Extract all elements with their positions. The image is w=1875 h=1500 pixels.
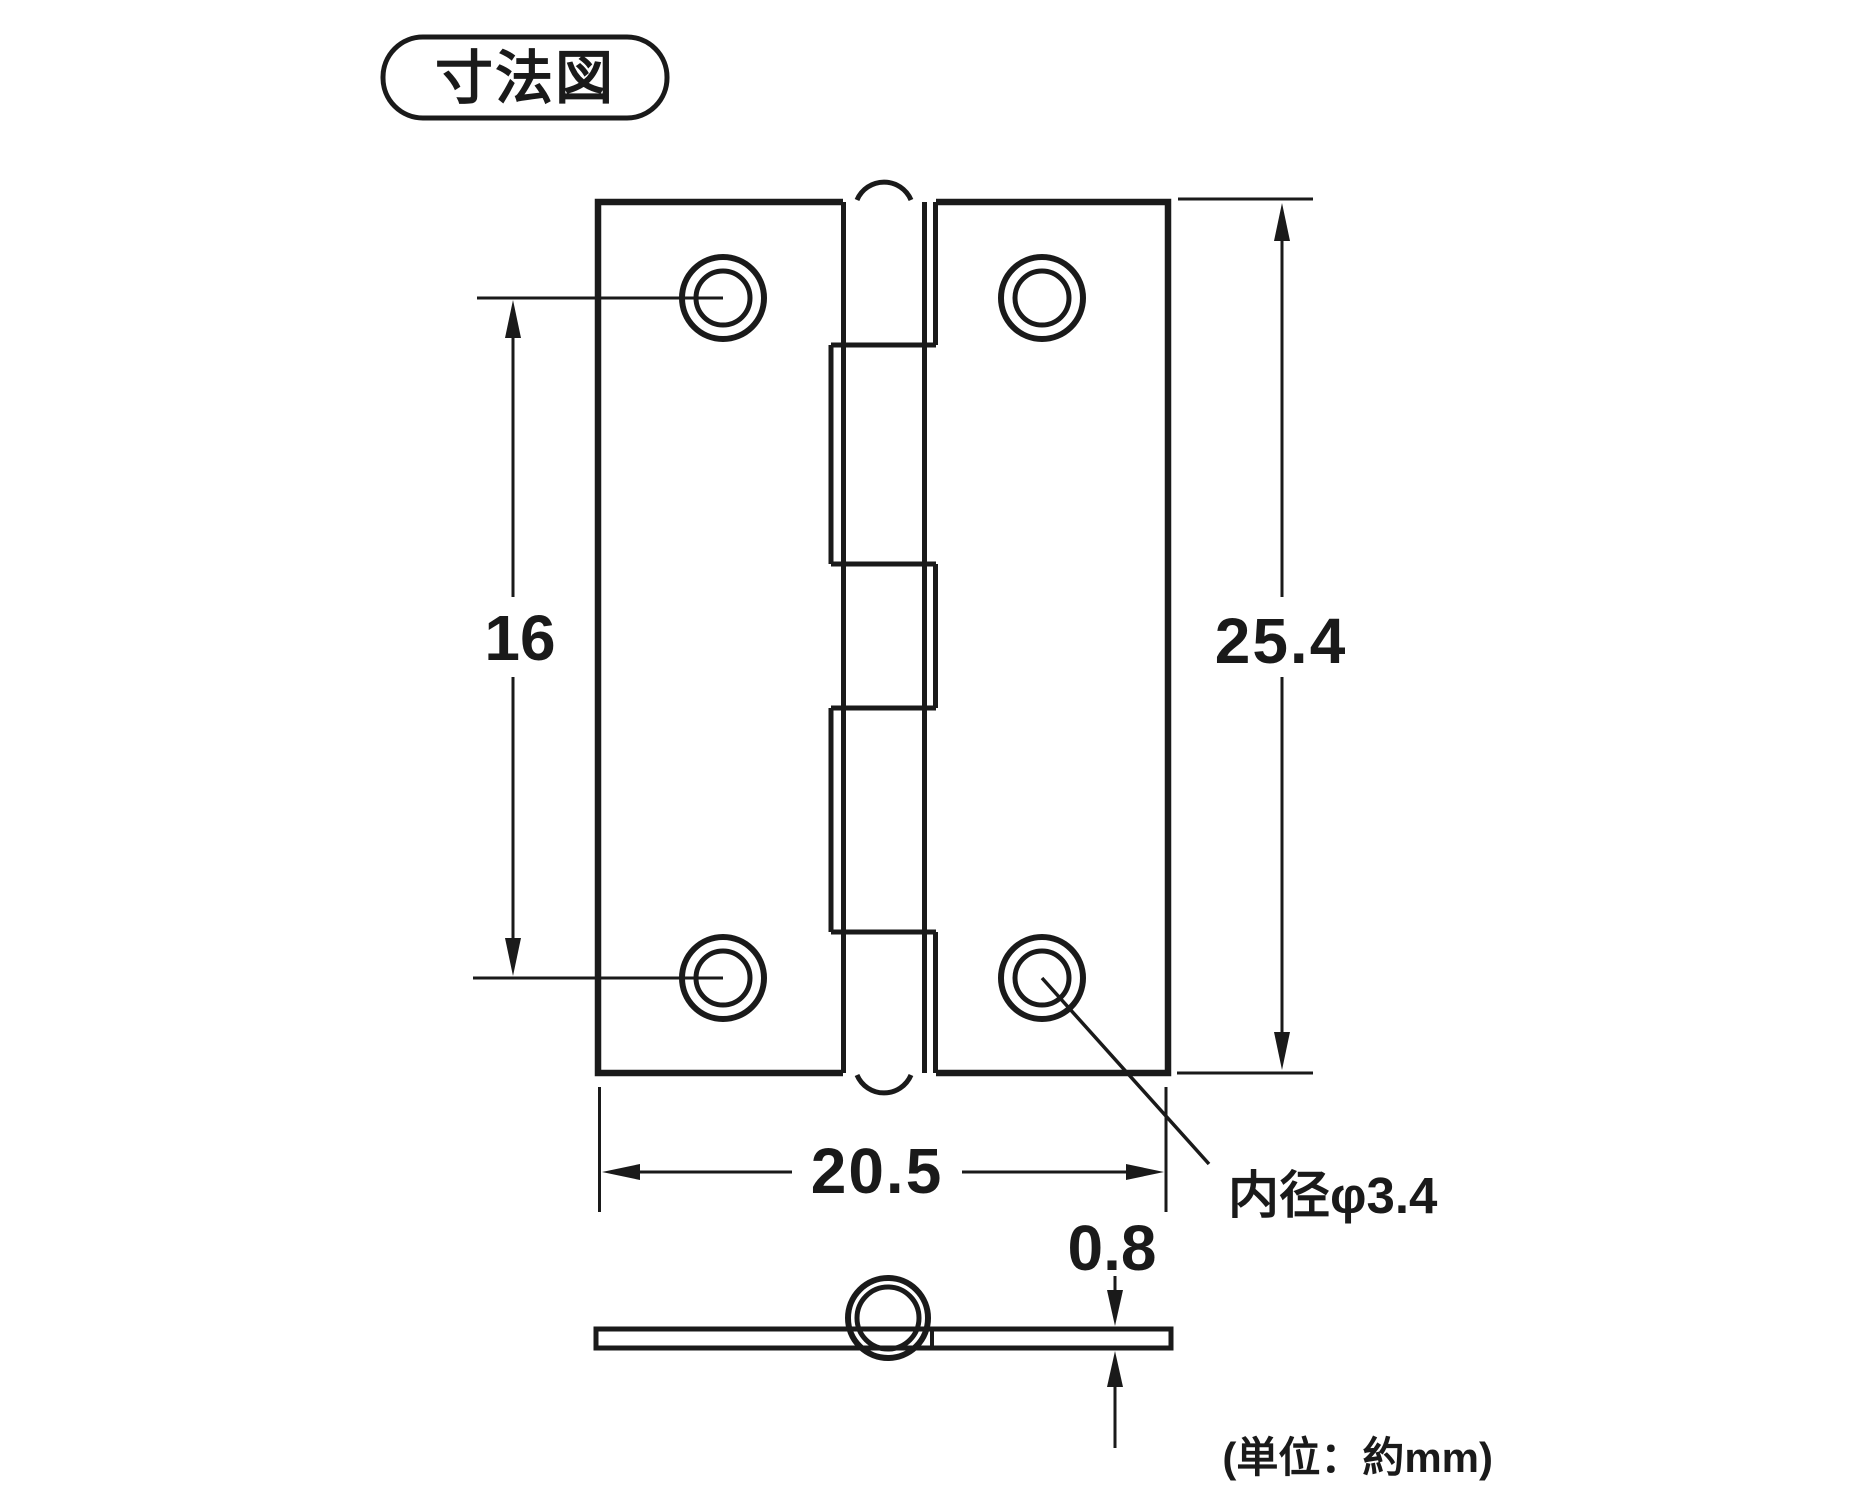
- arrowhead-down-icon: [1107, 1290, 1123, 1326]
- inner-diameter-label: 内径φ3.4: [1228, 1167, 1438, 1224]
- side-view: [593, 1275, 1174, 1361]
- screw-hole-inner: [1012, 268, 1072, 328]
- arrowhead-up-icon: [1274, 203, 1290, 241]
- dim-thickness: 0.8: [1068, 1212, 1157, 1448]
- dim-height-label: 25.4: [1215, 605, 1348, 677]
- knuckle-loop-outer: [845, 1275, 931, 1361]
- arrowhead-left-icon: [602, 1164, 640, 1180]
- screw-hole-inner: [1012, 948, 1072, 1008]
- unit-note: (単位：約mm): [1222, 1434, 1493, 1481]
- arrowhead-down-icon: [505, 938, 521, 976]
- dim-width-label: 20.5: [811, 1135, 944, 1207]
- screw-hole-top-right: [998, 254, 1086, 342]
- arrowhead-right-icon: [1126, 1164, 1164, 1180]
- screw-hole-outer: [998, 934, 1086, 1022]
- dim-thickness-label: 0.8: [1068, 1212, 1157, 1284]
- knuckle-loop-inner: [854, 1284, 922, 1352]
- dim-height: 25.4: [1177, 197, 1348, 1075]
- arrowhead-up-icon: [505, 300, 521, 338]
- front-view: [594, 179, 1172, 1096]
- badge-label: 寸法図: [435, 46, 615, 111]
- leader-line: [1040, 976, 1211, 1166]
- pin-head-top-arc: [854, 179, 914, 202]
- arrowhead-up-icon: [1107, 1351, 1123, 1387]
- badge-outline: [380, 34, 670, 121]
- screw-hole-bottom-right: [998, 934, 1086, 1022]
- pin-end-bottom-arc: [854, 1073, 914, 1096]
- dim-width: 20.5: [598, 1087, 1168, 1212]
- leaf-edge-profile: [593, 1326, 1174, 1351]
- inner-diameter-callout: 内径φ3.4: [1040, 976, 1438, 1224]
- left-leaf-outline: [594, 198, 843, 1077]
- badge: 寸法図: [380, 34, 670, 121]
- dim-hole-spacing: 16: [473, 296, 723, 980]
- dim-hole-spacing-label: 16: [484, 602, 555, 674]
- right-leaf-outline: [936, 198, 1172, 1077]
- arrowhead-down-icon: [1274, 1032, 1290, 1070]
- screw-hole-outer: [998, 254, 1086, 342]
